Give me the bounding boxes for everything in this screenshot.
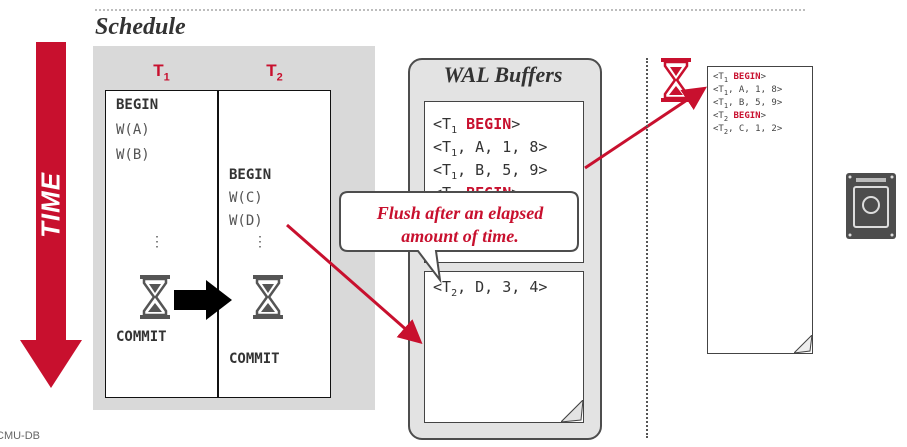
t1-op-begin: BEGIN	[116, 97, 159, 113]
log-file-page: <T1 BEGIN> <T1, A, 1, 8> <T1, B, 5, 9> <…	[707, 66, 813, 354]
log-record: <T1 BEGIN>	[713, 72, 766, 84]
wal-buffers-title: WAL Buffers	[443, 62, 563, 87]
time-arrow-shaft	[36, 42, 66, 342]
hourglass-icon	[661, 58, 691, 102]
hourglass-icon	[140, 275, 170, 319]
buf1-record: <T1, B, 5, 9>	[433, 161, 548, 182]
log-record: <T1, B, 5, 9>	[713, 98, 783, 110]
t1-ellipsis: ⋮	[150, 233, 164, 249]
buf2-record: <T2, D, 3, 4>	[433, 278, 548, 299]
schedule-title: Schedule	[95, 14, 186, 40]
disk-icon	[846, 173, 896, 239]
page-fold-icon	[561, 400, 583, 422]
t2-op-commit: COMMIT	[229, 351, 280, 367]
buf1-record: <T1 BEGIN>	[433, 115, 521, 136]
callout-text: Flush after an elapsed amount of time.	[376, 203, 544, 246]
t2-header: T2	[266, 61, 283, 84]
top-divider	[95, 9, 805, 11]
t1-column: T1 BEGIN W(A) W(B) ⋮ COMMIT	[106, 61, 217, 397]
right-arrow-icon	[174, 280, 232, 320]
flush-arrow-d	[286, 223, 423, 344]
schedule-table: T1 BEGIN W(A) W(B) ⋮ COMMIT T2 BEGIN W(C…	[105, 61, 331, 398]
hourglass-icon	[253, 275, 283, 319]
t2-column: T2 BEGIN W(C) W(D) ⋮ COMMIT	[217, 61, 330, 397]
t2-ellipsis: ⋮	[253, 233, 267, 249]
t1-op-write-b: W(B)	[116, 147, 150, 163]
log-record: <T1, A, 1, 8>	[713, 85, 783, 97]
t1-header: T1	[153, 61, 170, 84]
flush-arrow-log	[584, 86, 707, 170]
t1-op-write-a: W(A)	[116, 122, 150, 138]
page-fold-icon	[794, 335, 812, 353]
footer-logo: CMU-DB	[0, 430, 40, 442]
log-record: <T2, C, 1, 2>	[713, 124, 783, 136]
memory-disk-divider	[646, 58, 648, 438]
log-record: <T2 BEGIN>	[713, 111, 766, 123]
t1-op-commit: COMMIT	[116, 329, 167, 345]
time-arrow-head	[20, 340, 82, 388]
t2-op-write-c: W(C)	[229, 190, 263, 206]
t2-op-write-d: W(D)	[229, 213, 263, 229]
wal-buffer-2: <T2, D, 3, 4>	[424, 271, 584, 423]
buf1-record: <T1, A, 1, 8>	[433, 138, 548, 159]
t2-op-begin: BEGIN	[229, 167, 272, 183]
